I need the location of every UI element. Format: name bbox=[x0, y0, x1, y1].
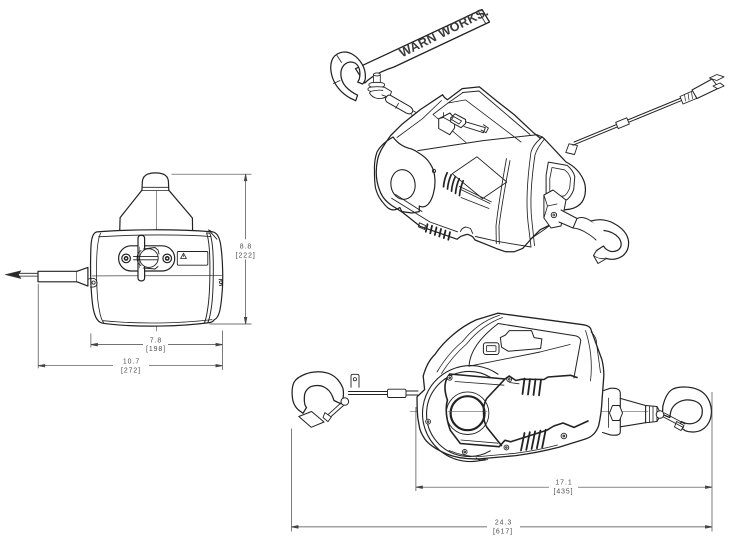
svg-text:10.7: 10.7 bbox=[123, 358, 140, 365]
svg-text:[435]: [435] bbox=[553, 488, 573, 495]
svg-text:[198]: [198] bbox=[146, 346, 166, 353]
svg-text:[272]: [272] bbox=[121, 367, 141, 374]
svg-text:8.8: 8.8 bbox=[240, 243, 252, 250]
svg-text:WARN WORKS.: WARN WORKS. bbox=[397, 4, 491, 60]
svg-text:[617]: [617] bbox=[493, 529, 513, 536]
svg-text:[222]: [222] bbox=[236, 252, 256, 259]
svg-text:7.8: 7.8 bbox=[150, 337, 162, 344]
svg-text:24.3: 24.3 bbox=[495, 520, 512, 527]
svg-text:17.1: 17.1 bbox=[555, 479, 572, 486]
